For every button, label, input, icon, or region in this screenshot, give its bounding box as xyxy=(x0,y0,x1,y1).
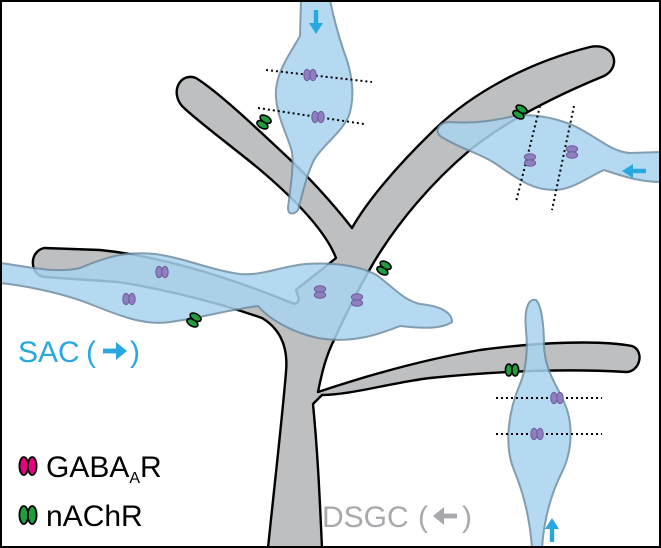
dsgc-label: DSGC ( ) xyxy=(322,501,472,534)
sac-process-left xyxy=(0,252,453,341)
arrow-right-icon xyxy=(103,342,127,360)
legend-nachr: nAChR xyxy=(18,500,143,533)
dsgc-paren-close: ) xyxy=(462,501,472,534)
sac-paren-open: ( xyxy=(86,336,96,369)
sac-process-top xyxy=(274,0,354,215)
dsgc-arrow-left-icon xyxy=(433,507,457,525)
dsgc-paren-open: ( xyxy=(418,501,428,534)
sac-process-right xyxy=(436,114,661,191)
gaba-receptor-legend-icon xyxy=(18,456,38,476)
sac-process-bottom xyxy=(507,298,572,548)
nachr-legend-icon xyxy=(18,505,38,525)
legend-gaba: GABAAR xyxy=(18,451,162,487)
synapse-guide-lines xyxy=(257,69,602,435)
dsgc-label-text: DSGC xyxy=(322,501,409,534)
legend-nachr-text: nAChR xyxy=(46,500,143,533)
sac-paren-close: ) xyxy=(130,336,140,369)
legend-gaba-text: GABAAR xyxy=(46,451,162,487)
arrow-up-icon xyxy=(545,518,559,542)
sac-label-text: SAC xyxy=(18,336,80,369)
sac-label: SAC ( ) xyxy=(18,336,140,369)
